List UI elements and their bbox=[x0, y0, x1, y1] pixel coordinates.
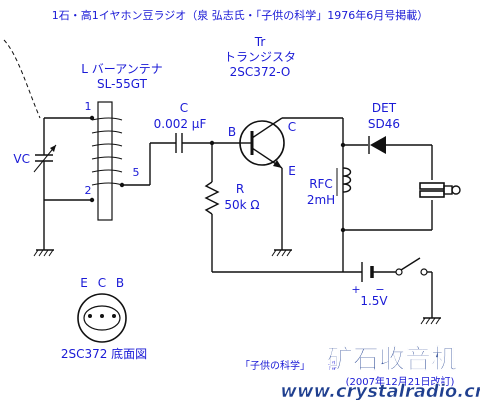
terminal-c-label: C bbox=[288, 120, 296, 134]
transistor-model: 2SC372-O bbox=[230, 65, 291, 79]
earphone-icon bbox=[419, 182, 461, 198]
ground-icon bbox=[271, 249, 292, 257]
footer-note: 「子供の科学」 bbox=[240, 359, 310, 372]
pinout-c-label: C bbox=[98, 276, 106, 290]
watermark-logo-text: 矿石收音机 bbox=[327, 344, 457, 375]
capacitor-name: C bbox=[180, 101, 188, 115]
antenna-label: L バーアンテナ bbox=[81, 62, 163, 76]
diode-icon bbox=[368, 136, 386, 154]
battery-plus: + bbox=[351, 283, 360, 296]
transistor-label: トランジスタ bbox=[224, 50, 296, 64]
det-label: DET bbox=[372, 101, 397, 115]
schematic-title: 1石・高1イヤホン豆ラジオ（泉 弘志氏・「子供の科学」1976年6月号掲載） bbox=[52, 8, 428, 22]
vc-arrow-icon bbox=[50, 145, 56, 152]
antenna-lead-dashed bbox=[3, 39, 41, 119]
pinout-b-label: B bbox=[116, 276, 124, 290]
resistor-value: 50k Ω bbox=[224, 198, 259, 212]
capacitor-value: 0.002 μF bbox=[154, 117, 207, 131]
terminal-b-label: B bbox=[228, 125, 236, 139]
footer-note-suffix: 部 bbox=[328, 359, 338, 372]
rfc-value: 2mH bbox=[307, 193, 335, 207]
ground-icon bbox=[420, 317, 441, 325]
battery-icon bbox=[361, 262, 374, 282]
pinout-caption: 2SC372 底面図 bbox=[61, 346, 147, 361]
transistor-pinout-icon bbox=[77, 293, 127, 343]
terminal-e-label: E bbox=[288, 164, 296, 178]
pin-2-label: 2 bbox=[85, 184, 92, 197]
battery-voltage: 1.5V bbox=[360, 294, 388, 308]
switch-icon bbox=[395, 257, 428, 276]
det-model: SD46 bbox=[368, 117, 400, 131]
vc-label: VC bbox=[13, 152, 30, 166]
antenna-model: SL-55GT bbox=[97, 77, 148, 91]
pin-2-dot bbox=[89, 197, 95, 203]
transistor-icon bbox=[239, 117, 285, 169]
pin-1-dot bbox=[89, 115, 95, 121]
resistor-name: R bbox=[236, 182, 244, 196]
pin-5-label: 5 bbox=[133, 166, 140, 179]
ground-icon bbox=[33, 249, 54, 257]
rfc-label: RFC bbox=[309, 177, 333, 191]
resistor-icon bbox=[204, 181, 220, 215]
footer-date: (2007年12月21日改訂) bbox=[346, 375, 455, 388]
pinout-e-label: E bbox=[80, 276, 88, 290]
pin-1-label: 1 bbox=[85, 100, 92, 113]
watermark-url: www.crystalradio.cn bbox=[280, 381, 480, 400]
transistor-symbol: Tr bbox=[254, 35, 266, 49]
rfc-coil-icon bbox=[336, 167, 352, 196]
battery-minus: − bbox=[375, 283, 384, 296]
det-junction-dot bbox=[340, 142, 346, 148]
bar-antenna-icon bbox=[91, 101, 123, 221]
